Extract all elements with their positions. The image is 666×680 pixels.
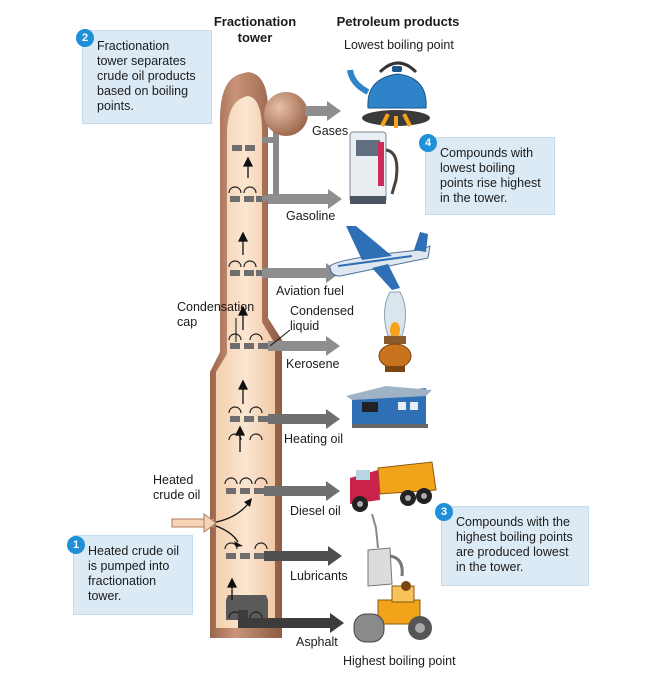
gas-separator-sphere xyxy=(264,92,308,136)
label-gasoline: Gasoline xyxy=(286,209,336,223)
road-roller-icon xyxy=(353,581,432,643)
lowest-boiling-label: Lowest boiling point xyxy=(344,38,454,52)
asphalt-sump xyxy=(226,595,268,620)
label-aviation-fuel: Aviation fuel xyxy=(276,284,344,298)
output-arrows xyxy=(238,101,344,633)
callout-2-text: Fractionation tower separates crude oil … xyxy=(97,39,196,113)
tower-header: Fractionation tower xyxy=(213,14,297,45)
label-diesel-oil: Diesel oil xyxy=(290,504,341,518)
label-kerosene: Kerosene xyxy=(286,357,340,371)
label-condensation-cap: Condensation cap xyxy=(177,300,255,329)
callout-1: Heated crude oil is pumped into fraction… xyxy=(74,536,192,614)
label-heated-crude-oil: Heated crude oil xyxy=(153,473,201,502)
airplane-icon xyxy=(329,226,431,290)
callout-2-badge: 2 xyxy=(76,29,94,47)
kettle-stove-icon xyxy=(347,61,430,128)
products-header: Petroleum products xyxy=(336,14,460,29)
gas-pump-icon xyxy=(349,131,399,204)
highest-boiling-label: Highest boiling point xyxy=(343,654,456,668)
callout-4-badge: 4 xyxy=(419,134,437,152)
label-asphalt: Asphalt xyxy=(296,635,338,649)
dump-truck-icon xyxy=(350,461,437,512)
tower-interior xyxy=(216,96,275,628)
callout-1-text: Heated crude oil is pumped into fraction… xyxy=(88,544,180,603)
callout-3: Compounds with the highest boiling point… xyxy=(442,507,588,585)
oil-can-icon xyxy=(367,513,404,587)
callout-2: Fractionation tower separates crude oil … xyxy=(83,31,211,123)
label-lubricants: Lubricants xyxy=(290,569,348,583)
oil-lamp-icon xyxy=(378,291,412,372)
callout-3-text: Compounds with the highest boiling point… xyxy=(456,515,573,574)
callout-1-badge: 1 xyxy=(67,536,85,554)
label-gases: Gases xyxy=(312,124,349,138)
callout-4: Compounds with lowest boiling points ris… xyxy=(426,138,554,214)
label-condensed-liquid: Condensed liquid xyxy=(290,304,354,333)
house-icon xyxy=(346,386,432,428)
callout-4-text: Compounds with lowest boiling points ris… xyxy=(440,146,541,205)
label-heating-oil: Heating oil xyxy=(284,432,344,446)
callout-3-badge: 3 xyxy=(435,503,453,521)
